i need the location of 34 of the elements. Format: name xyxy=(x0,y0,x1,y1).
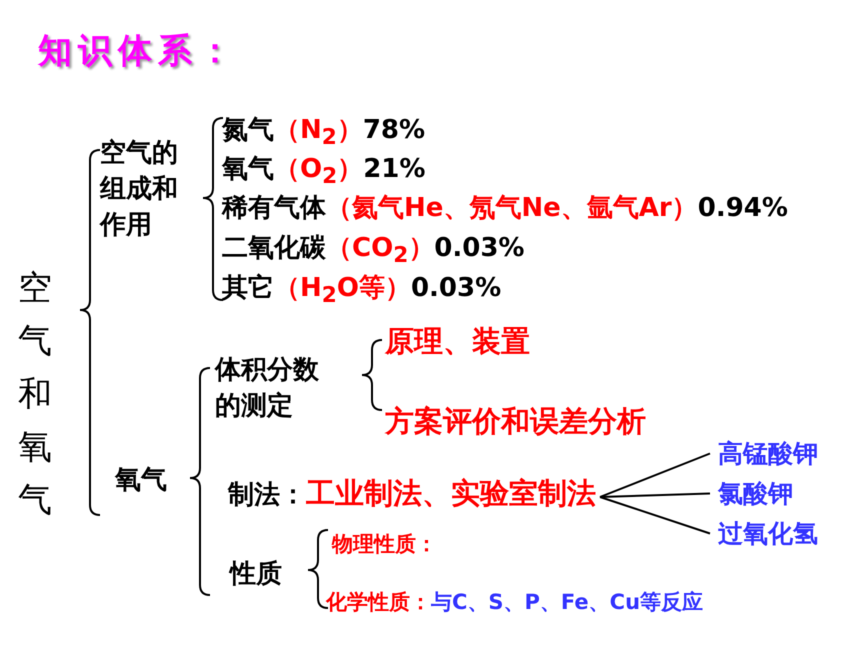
percentage: 0.03% xyxy=(410,273,502,303)
connector-line xyxy=(600,452,710,498)
reagent-label: 过氧化氢 xyxy=(718,517,818,550)
topic-label: 原理、装置 xyxy=(385,322,530,362)
connector-line xyxy=(600,492,710,498)
topic-label: 空气的组成和作用 xyxy=(100,135,186,243)
gas-name: 氧气 xyxy=(222,153,274,186)
title: 知识体系： xyxy=(38,30,238,73)
reaction-note: 与C、S、P、Fe、Cu等反应 xyxy=(431,589,704,616)
topic-label: 制法： xyxy=(228,479,306,512)
topic-label: 性质 xyxy=(230,556,282,591)
percentage: 0.94% xyxy=(698,193,788,223)
formula-note: （氦气He、氖气Ne、氩气Ar） xyxy=(326,192,698,225)
topic-label: 方案评价和误差分析 xyxy=(385,402,646,442)
percentage: 21% xyxy=(363,154,426,184)
formula-note: （CO$_{2}$） xyxy=(326,232,434,268)
topic-label: 空气和氧气 xyxy=(18,262,54,527)
formula-note: （O$_{2}$） xyxy=(274,153,364,190)
percentage: 0.03% xyxy=(434,233,524,263)
connector-line xyxy=(600,496,710,534)
property-label: 化学性质： xyxy=(326,589,431,616)
method-list: 工业制法、实验室制法 xyxy=(306,474,596,514)
property-label: 物理性质： xyxy=(332,530,437,558)
topic-label: 体积分数的测定 xyxy=(215,352,327,424)
topic-label: 氧气 xyxy=(115,462,167,497)
reagent-label: 氯酸钾 xyxy=(718,477,793,510)
gas-name: 其它 xyxy=(222,272,274,305)
gas-name: 氮气 xyxy=(222,114,274,147)
formula-note: （H$_{2}$O等） xyxy=(274,272,411,308)
gas-name: 二氧化碳 xyxy=(222,232,326,265)
gas-name: 稀有气体 xyxy=(222,192,326,225)
formula-note: （N$_{2}$） xyxy=(274,114,363,150)
percentage: 78% xyxy=(362,115,426,145)
reagent-label: 高锰酸钾 xyxy=(718,437,818,470)
